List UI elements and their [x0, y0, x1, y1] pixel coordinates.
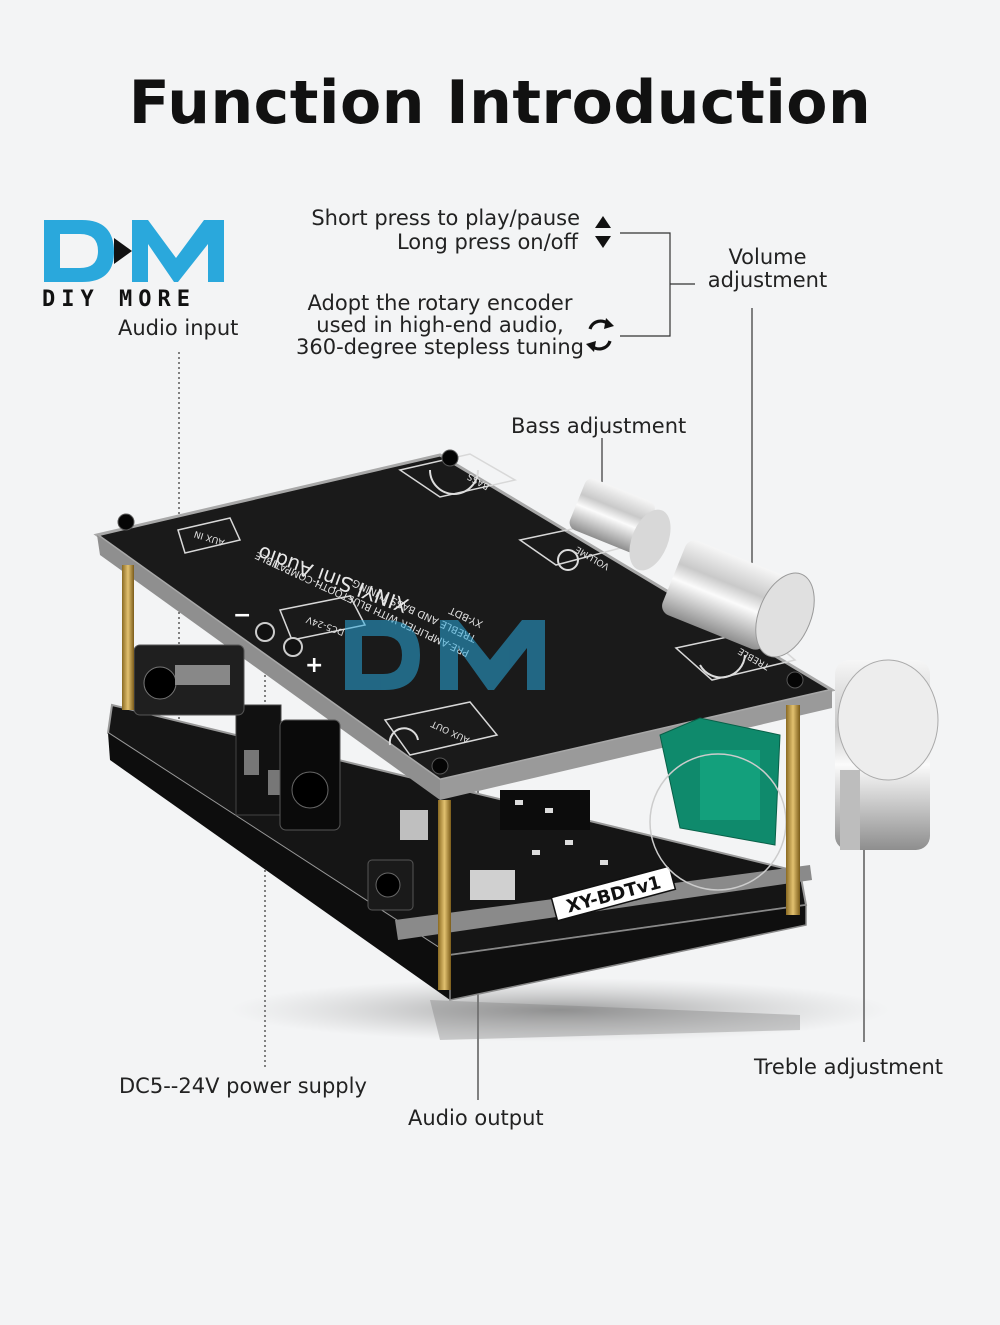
audio-output-label: Audio output: [408, 1106, 544, 1130]
brand-logo: [44, 220, 224, 282]
short-press-label: Short press to play/pause: [311, 206, 580, 230]
triangle-down-icon: [595, 236, 611, 248]
rotary-line-1: Adopt the rotary encoder: [307, 291, 573, 315]
volume-knob[interactable]: [659, 537, 826, 665]
audio-input-label: Audio input: [118, 316, 239, 340]
upper-pcb: XINYI Sini Audio PRE-AMPLIFIER WITH BLUE…: [93, 449, 836, 800]
volume-label-line-2: adjustment: [707, 268, 828, 292]
volume-label-line-1: Volume: [728, 245, 807, 269]
brand-subtitle: DIY MORE: [42, 287, 196, 312]
rotary-encoder-label: Adopt the rotary encoder used in high-en…: [290, 292, 590, 358]
rotary-line-3: 360-degree stepless tuning: [296, 335, 584, 359]
volume-label: Volume adjustment: [700, 246, 835, 292]
bass-label: Bass adjustment: [511, 414, 687, 438]
standoffs: [122, 565, 800, 990]
treble-knob[interactable]: [835, 659, 939, 850]
volume-bracket: [620, 232, 671, 337]
plus-sign: +: [305, 653, 323, 678]
rotary-line-2: used in high-end audio,: [316, 313, 564, 337]
triangle-up-icon: [595, 216, 611, 228]
dc-power-label: DC5--24V power supply: [119, 1074, 367, 1098]
bass-knob[interactable]: [567, 476, 678, 576]
components: [133, 644, 787, 891]
page-title: Function Introduction: [128, 68, 872, 138]
minus-sign: −: [233, 603, 251, 628]
long-press-label: Long press on/off: [396, 230, 578, 254]
treble-label: Treble adjustment: [754, 1055, 944, 1079]
